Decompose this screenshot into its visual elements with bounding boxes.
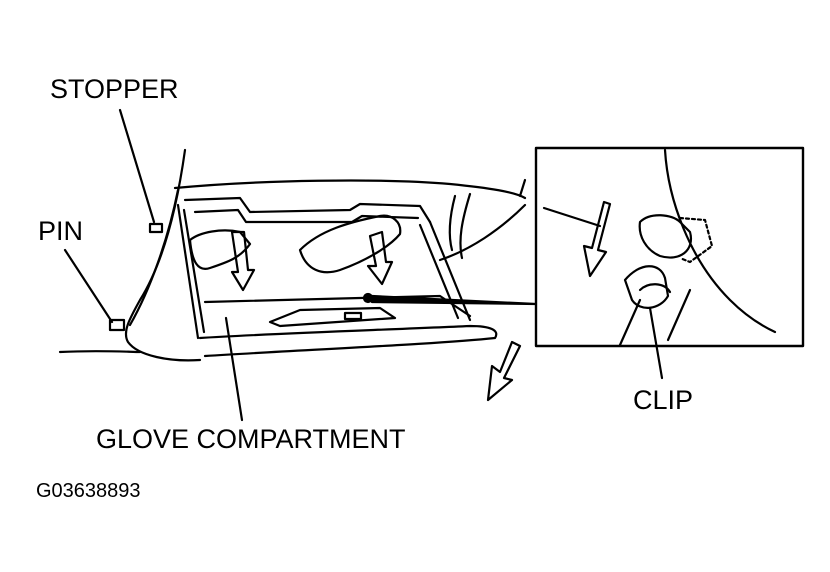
inset-clip-outline-dashed: [678, 216, 714, 264]
detail-inset-frame: [534, 146, 805, 348]
glove-compartment-label: GLOVE COMPARTMENT: [96, 424, 406, 454]
inset-panel-curve: [663, 148, 777, 334]
dash-left-edge: [176, 203, 200, 340]
down-arrow-right: [366, 230, 394, 286]
dash-panel-curve-2: [459, 192, 472, 260]
clip-leader: [648, 306, 664, 380]
right-hand: [298, 214, 402, 274]
dash-lower-right: [438, 203, 527, 262]
inset-arrow: [582, 200, 612, 278]
inset-tab-inner: [638, 283, 672, 294]
side-panel-inner: [128, 188, 180, 327]
glove-bin-front: [198, 324, 498, 358]
open-direction-arrow: [486, 340, 522, 402]
dashboard-top-line: [173, 179, 527, 200]
glove-bin-latch: [343, 311, 363, 321]
pin-part: [108, 318, 126, 332]
stopper-label: STOPPER: [50, 74, 179, 104]
dash-panel-curve: [448, 194, 457, 252]
inset-leader: [542, 206, 602, 228]
inset-line-right: [666, 288, 692, 342]
glove-bin-bottom-line: [58, 350, 142, 354]
glove-compartment-leader: [224, 316, 244, 422]
dash-left-edge-inner: [182, 208, 206, 334]
opening-top-edge: [183, 196, 432, 224]
glove-bin-lid: [268, 306, 397, 328]
callout-origin: [362, 292, 374, 304]
left-hand: [188, 229, 252, 270]
inset-line-left: [618, 298, 642, 347]
pin-leader: [63, 248, 114, 324]
inset-clip-body: [638, 214, 693, 259]
stopper-part: [148, 222, 164, 234]
dashboard-top-right: [518, 178, 527, 198]
clip-label: CLIP: [633, 385, 694, 415]
down-arrow-left: [230, 230, 256, 292]
pin-label: PIN: [38, 216, 84, 246]
stopper-leader: [118, 108, 156, 224]
callout-pointer: [370, 294, 538, 306]
side-panel-outline: [124, 148, 202, 362]
figure-code: G03638893: [36, 480, 141, 502]
inset-tab: [623, 265, 670, 309]
opening-top-inner: [193, 208, 420, 224]
